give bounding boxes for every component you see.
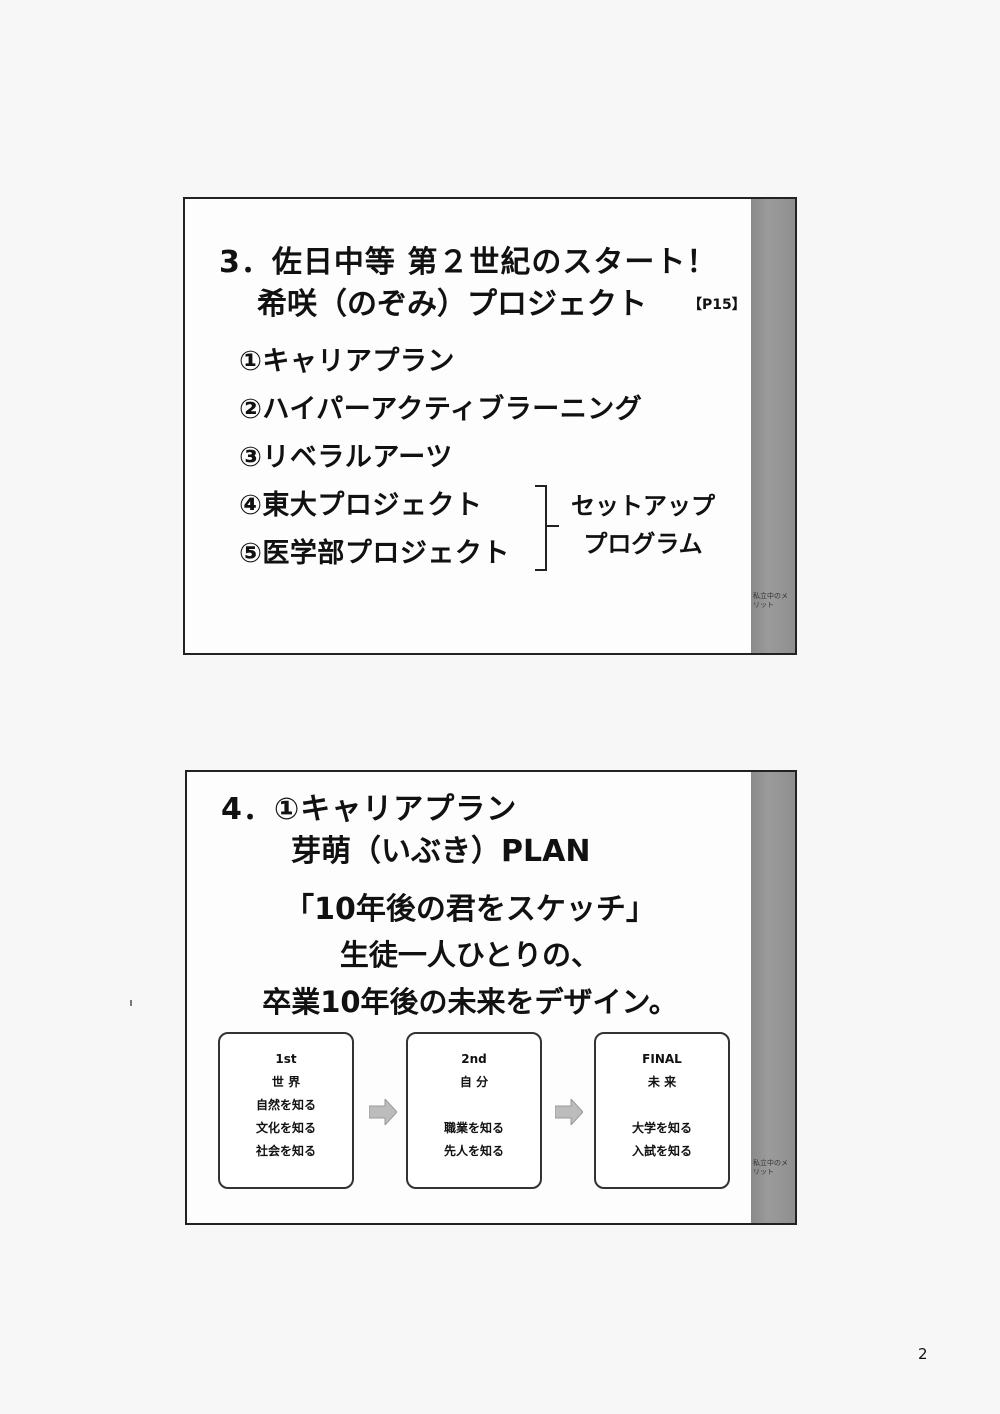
- slide-2: 私立中のメリット 4．①キャリアプラン 芽萌（いぶき）PLAN 「10年後の君を…: [185, 770, 797, 1225]
- stage-line: 先人を知る: [443, 1144, 504, 1158]
- stage-line: [408, 1094, 540, 1117]
- list-item: ①キャリアプラン: [239, 346, 455, 377]
- stage-line: 職業を知る: [443, 1121, 504, 1135]
- stage-label: FINAL: [642, 1052, 682, 1066]
- slide-1: 私立中のメリット 3．佐日中等 第２世紀のスタート！ 希咲（のぞみ）プロジェクト…: [183, 197, 797, 655]
- stage-line: 自然を知る: [255, 1098, 316, 1112]
- stage-line: 大学を知る: [631, 1121, 692, 1135]
- scan-speck: [130, 1000, 132, 1006]
- page-reference: 【P15】: [688, 297, 746, 313]
- list-item: ③リベラルアーツ: [239, 442, 453, 473]
- list-item: ②ハイパーアクティブラーニング: [239, 394, 643, 425]
- setup-line-1: セットアップ: [571, 492, 715, 520]
- quote-heading: 「10年後の君をスケッチ」: [284, 892, 656, 927]
- setup-line-2: プログラム: [583, 530, 703, 558]
- arrow-right-icon: [555, 1099, 583, 1125]
- stage-label: 2nd: [461, 1052, 487, 1066]
- stage-name: 自 分: [459, 1075, 489, 1089]
- stage-line: 社会を知る: [255, 1144, 316, 1158]
- page-number: 2: [918, 1345, 928, 1363]
- tagline-1: 生徒一人ひとりの、: [339, 938, 601, 972]
- slide-sidebar: [751, 199, 795, 653]
- slide-title-line2: 希咲（のぞみ）プロジェクト: [257, 287, 647, 322]
- stage-line: 文化を知る: [255, 1121, 316, 1135]
- setup-program-label: セットアップ プログラム: [563, 487, 723, 563]
- slide-title-line2: 芽萌（いぶき）PLAN: [291, 834, 591, 869]
- side-label: 私立中のメリット: [753, 1159, 788, 1176]
- stage-box-2nd: 2nd 自 分 職業を知る 先人を知る: [406, 1032, 542, 1189]
- stage-name: 未 来: [647, 1075, 677, 1089]
- side-label: 私立中のメリット: [753, 592, 788, 609]
- stage-box-final: FINAL 未 来 大学を知る 入試を知る: [594, 1032, 730, 1189]
- bracket-tick: [545, 525, 559, 527]
- slide-title-line1: 4．①キャリアプラン: [221, 792, 518, 827]
- slide-title-line1: 3．佐日中等 第２世紀のスタート！: [219, 245, 718, 280]
- list-item: ④東大プロジェクト: [239, 490, 483, 521]
- bracket: [535, 485, 547, 571]
- stage-label: 1st: [275, 1052, 297, 1066]
- slide-sidebar: [751, 772, 795, 1223]
- list-item: ⑤医学部プロジェクト: [239, 538, 510, 569]
- stage-box-1st: 1st 世 界 自然を知る 文化を知る 社会を知る: [218, 1032, 354, 1189]
- arrow-right-icon: [369, 1099, 397, 1125]
- stage-line: [596, 1094, 728, 1117]
- stage-line: 入試を知る: [631, 1144, 692, 1158]
- tagline-2: 卒業10年後の未来をデザイン。: [262, 985, 678, 1019]
- stage-name: 世 界: [271, 1075, 301, 1089]
